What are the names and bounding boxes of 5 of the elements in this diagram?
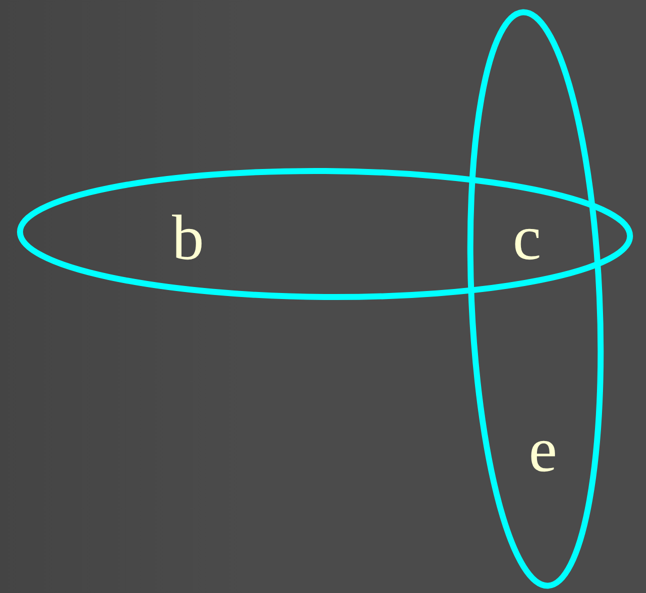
region-letter: e (528, 418, 558, 482)
ellipse-outline (466, 9, 605, 589)
ellipse-outline (18, 168, 632, 300)
region-letter: c (512, 206, 542, 270)
region-letter: b (172, 206, 204, 270)
